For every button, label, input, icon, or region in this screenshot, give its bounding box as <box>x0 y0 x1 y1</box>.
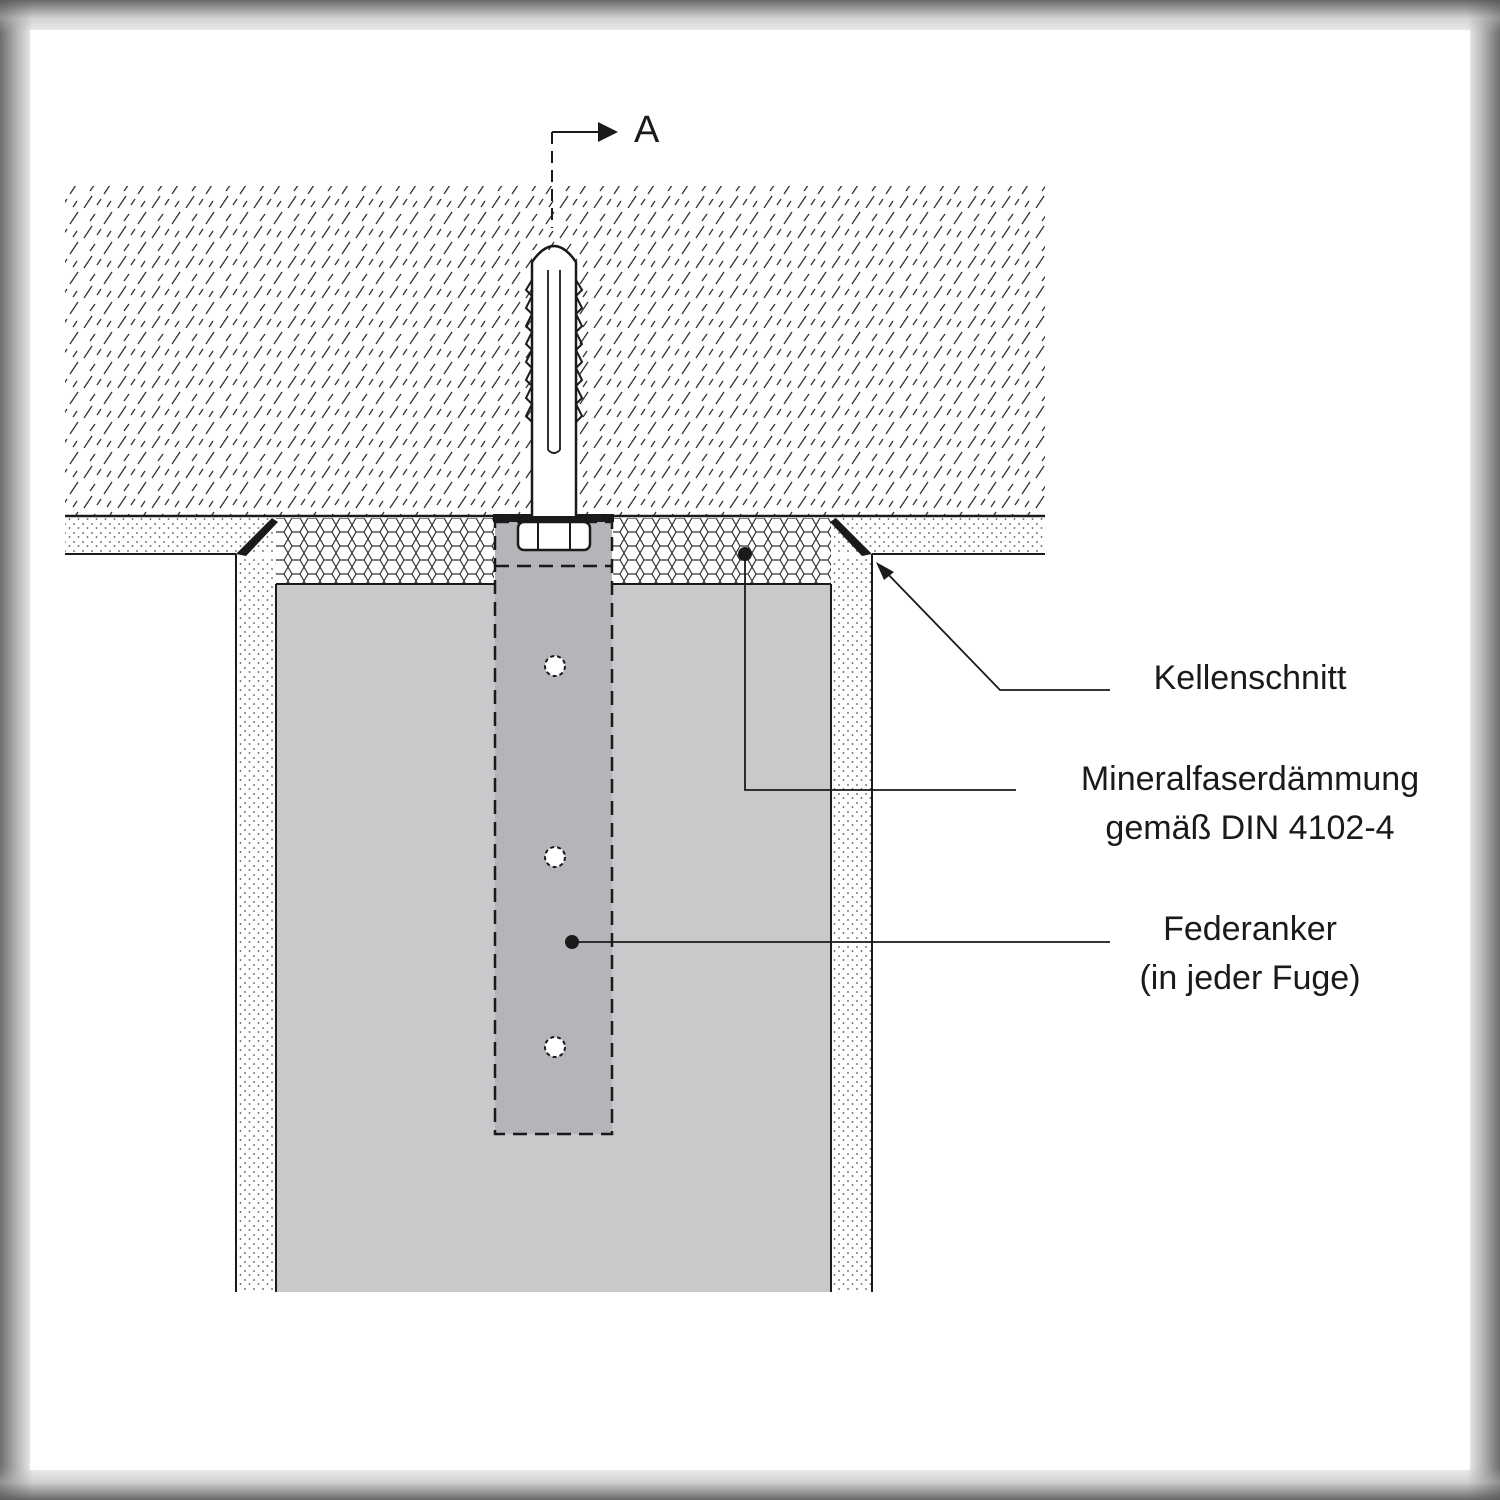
ceiling-plaster <box>65 514 1045 555</box>
anchor-hole <box>544 655 566 677</box>
arrow-icon <box>598 122 618 142</box>
mineral-fiber-insulation <box>276 518 831 584</box>
leader-kellenschnitt <box>876 562 1110 691</box>
label-federanker-line1: Federanker <box>1163 910 1337 948</box>
leader-daemmung <box>738 547 1016 791</box>
leader-federanker <box>565 935 1110 949</box>
wall-plaster-left <box>235 518 278 1292</box>
label-daemmung-line1: Mineralfaserdämmung <box>1080 760 1420 798</box>
anchor-plate <box>493 514 614 522</box>
label-federanker-line2: (in jeder Fuge) <box>1139 959 1361 997</box>
label-daemmung-line2: gemäß DIN 4102-4 <box>1105 809 1395 847</box>
anchor-hole <box>544 846 566 868</box>
section-marker-label: A <box>634 109 660 151</box>
label-kellenschnitt: Kellenschnitt <box>1153 659 1347 697</box>
wall-dowel <box>524 244 584 516</box>
section-marker <box>551 122 618 228</box>
wall-plaster-right <box>830 518 873 1292</box>
screw-nut <box>516 520 592 552</box>
anchor-hole <box>544 1036 566 1058</box>
spring-anchor <box>493 520 614 1136</box>
